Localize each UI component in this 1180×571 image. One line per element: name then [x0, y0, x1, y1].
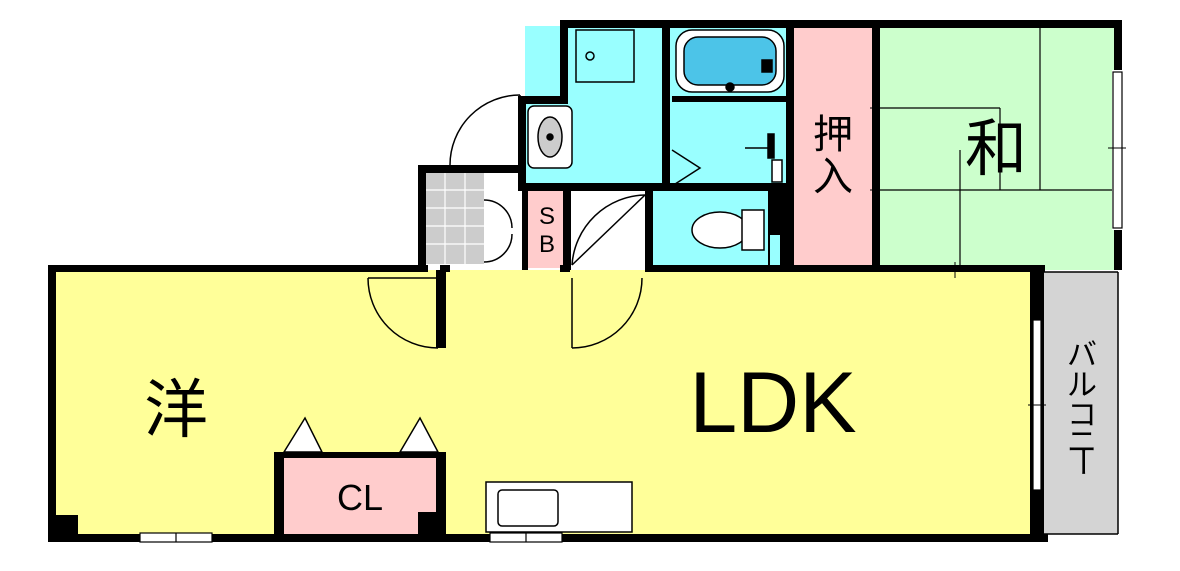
- balcony-railing: [1044, 271, 1119, 535]
- closet-door-icon: [282, 416, 440, 453]
- shower-faucet-icon: [745, 133, 783, 183]
- balcony-floor: [1043, 272, 1118, 534]
- shoe-box-floor: [527, 190, 568, 268]
- toilet-icon: [691, 209, 765, 251]
- kitchen-sink-icon: [485, 481, 633, 533]
- japanese-room-label: 和: [965, 112, 1027, 185]
- ldk-label: LDK: [689, 355, 856, 451]
- balcony-label-char: ー: [1064, 447, 1099, 477]
- window-ticks: [870, 107, 1126, 406]
- washbasin-icon: [527, 105, 573, 169]
- bath-threshold: [672, 96, 786, 102]
- oshiire-label-2: 入: [813, 154, 853, 200]
- washing-machine-pan-icon: [575, 29, 635, 83]
- shoe-box-label-b: B: [539, 231, 555, 258]
- entrance-tile-grid: [426, 172, 484, 264]
- western-room-label: 洋: [144, 374, 208, 448]
- closet-label: CL: [337, 477, 383, 518]
- shoe-box-label-s: S: [539, 203, 555, 230]
- door-swing-icon: [367, 94, 702, 349]
- balcony-label-char: ニ: [1067, 425, 1097, 460]
- balcony-label: バ ル コ ニ ー: [1064, 338, 1099, 477]
- balcony-label-char: バ: [1067, 338, 1097, 373]
- oshiire-label-1: 押: [813, 112, 853, 158]
- bathtub-icon: [675, 29, 785, 93]
- closet-floor: [280, 455, 438, 537]
- balcony-label-char: コ: [1067, 398, 1097, 433]
- oshiire-floor: [793, 26, 878, 270]
- balcony-label-char: ル: [1067, 368, 1097, 403]
- entrance-floor: [426, 172, 484, 264]
- japanese-room-floor: [878, 26, 1116, 270]
